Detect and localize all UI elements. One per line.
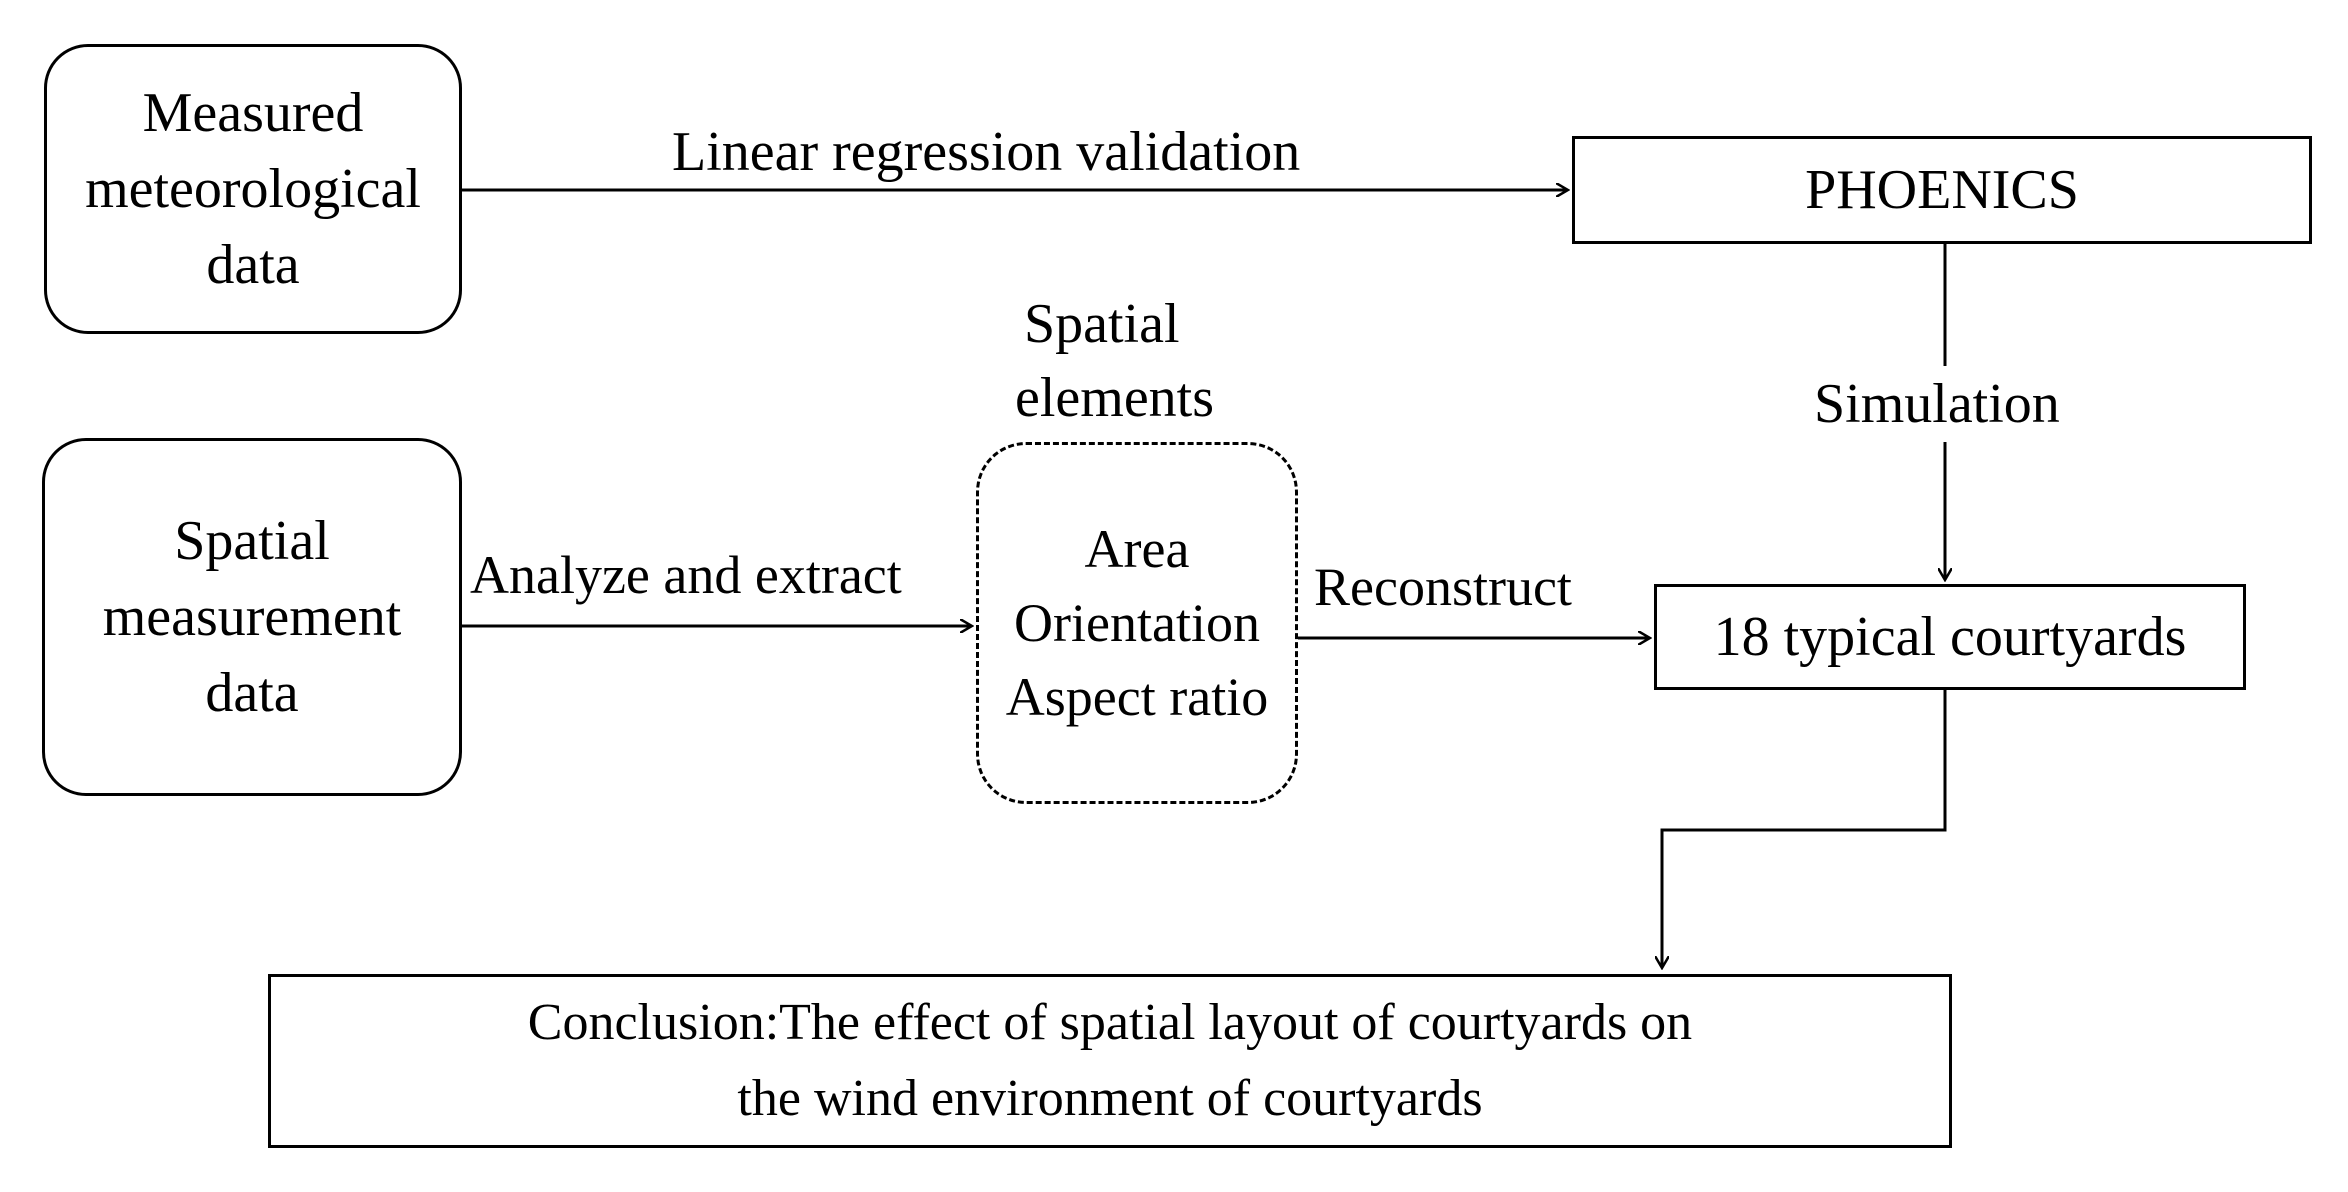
node-text: Spatial (174, 510, 330, 572)
courtyards-label: 18 typical courtyards (1713, 606, 2187, 668)
node-text: measurement (102, 586, 402, 648)
reconstruct-label: Reconstruct (1314, 557, 1572, 617)
conclusion-text: Conclusion:The effect of spatial layout … (527, 994, 1693, 1051)
spatial-elements-label-line2: elements (1015, 367, 1215, 429)
node-text: data (206, 234, 300, 296)
linear-regression-label: Linear regression validation (672, 121, 1301, 183)
phoenics-node: PHOENICS (1572, 136, 2312, 244)
conclusion-text: the wind environment of courtyards (737, 1070, 1483, 1127)
simulation-label: Simulation (1808, 366, 2066, 442)
element-orientation: Orientation (1014, 593, 1260, 653)
spatial-measurement-data-node: Spatial measurement data (42, 438, 462, 796)
element-area: Area (1084, 519, 1190, 579)
analyze-extract-label: Analyze and extract (470, 545, 902, 605)
spatial-elements-label-line1: Spatial (1024, 293, 1180, 355)
node-text: meteorological (85, 158, 421, 220)
arrow-courtyards-to-conclusion (1662, 690, 1947, 968)
measured-meteorological-data-node: Measured meteorological data (44, 44, 462, 334)
node-text: data (205, 662, 299, 724)
conclusion-node: Conclusion:The effect of spatial layout … (268, 974, 1952, 1148)
element-aspect-ratio: Aspect ratio (1005, 667, 1269, 727)
node-text: Measured (142, 82, 364, 144)
typical-courtyards-node: 18 typical courtyards (1654, 584, 2246, 690)
spatial-elements-node: Area Orientation Aspect ratio (976, 442, 1298, 804)
phoenics-label: PHOENICS (1805, 159, 2079, 221)
